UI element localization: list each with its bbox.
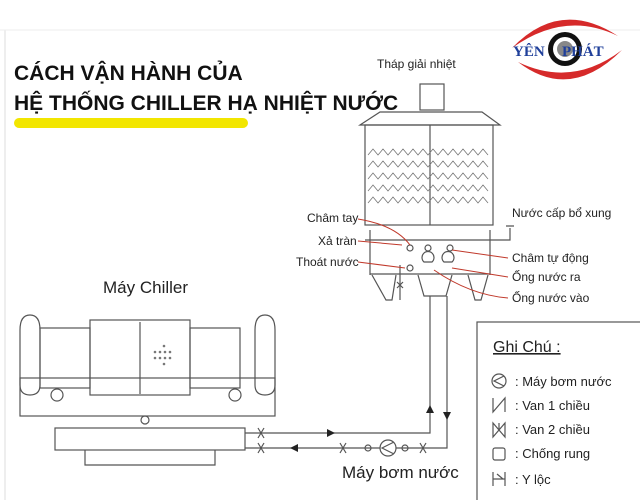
callout-thoat-nuoc: Thoát nước [296,255,359,269]
chiller-label: Máy Chiller [103,278,188,297]
callout-cham-tu-dong: Châm tự động [512,251,589,265]
chiller-unit: Máy Chiller [19,278,276,466]
legend-item-check-valve: : Van 1 chiều [515,398,590,413]
logo-text-right: PHÁT [562,43,604,60]
callout-cham-tay: Châm tay [307,211,358,225]
yen-phat-logo: YÊN PHÁT [512,19,622,80]
piping: Máy bơm nước [245,296,459,482]
pump-icon [379,439,397,457]
fan-motor [419,83,445,111]
legend-item-gate-valve: : Van 2 chiều [515,422,590,437]
title-underline [14,118,248,128]
logo-text-left: YÊN [513,43,545,60]
callout-nuoc-cap-bo-xung: Nước cấp bổ xung [512,206,611,220]
tower-fill-media [367,148,489,204]
title-line-2: HỆ THỐNG CHILLER HẠ NHIỆT NƯỚC [14,91,398,115]
legend-title: Ghi Chú : [493,339,561,356]
pump-label: Máy bơm nước [342,463,459,482]
callout-xa-tran: Xả tràn [318,234,357,248]
title-line-1: CÁCH VẬN HÀNH CỦA [14,61,243,85]
check-valve-icon [492,396,506,414]
y-strainer-icon [492,472,506,486]
legend-item-pump: : Máy bơm nước [515,374,612,389]
cooling-tower: Tháp giải nhiệt Châm tay Xả tràn Thoát n… [296,57,611,305]
callout-ong-nuoc-vao: Ống nước vào [512,290,590,305]
legend-item-y-strainer: : Y lộc [515,472,551,487]
pump-icon [491,373,507,389]
gate-valve-icon [492,421,506,439]
callout-ong-nuoc-ra: Ống nước ra [512,269,581,284]
tower-label: Tháp giải nhiệt [377,57,456,71]
legend: Ghi Chú : : Máy bơm nước : Van 1 chiều :… [476,321,640,500]
anti-vibration-icon [492,447,506,461]
legend-item-anti-vibration: : Chống rung [515,446,590,461]
